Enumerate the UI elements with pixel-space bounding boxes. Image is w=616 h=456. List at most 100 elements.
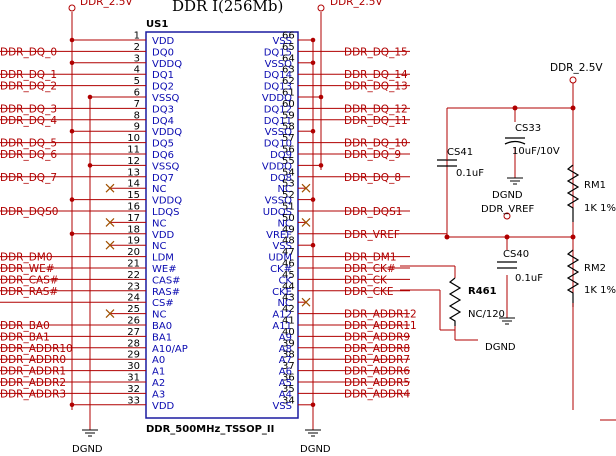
no-connect-14 <box>105 183 115 193</box>
pin-57-number: 57 <box>282 133 295 144</box>
no-connect-53 <box>301 183 311 193</box>
pin-66-junction <box>310 37 316 43</box>
pin-39-name: A8 <box>279 344 292 355</box>
pin-11-name: DQ6 <box>152 150 174 161</box>
ic-part-number: DDR_500MHz_TSSOP_II <box>146 424 274 435</box>
pin-54-name: DQ8 <box>270 173 292 184</box>
pin-66-name: VSS <box>272 36 292 47</box>
pin-46-name: CK# <box>270 264 292 275</box>
pin-12-junction <box>87 163 93 168</box>
pin-15-junction <box>69 197 75 202</box>
pin-13-number: 13 <box>127 167 140 178</box>
junction-dots <box>444 105 576 240</box>
pin-45-number: 45 <box>282 270 295 281</box>
pin-11-number: 11 <box>127 145 140 156</box>
rm1-value: 1K 1% <box>584 203 616 214</box>
pin-64-junction <box>310 60 316 66</box>
resistor-rm1 <box>566 108 580 222</box>
rm2-value: 1K 1% <box>584 285 616 296</box>
pin-59-name: DQ11 <box>264 116 292 127</box>
net-label-62: DDR_DQ_13 <box>344 81 408 93</box>
net-label-30: DDR_ADDR1 <box>0 366 66 378</box>
cs40-value: 0.1uF <box>515 273 543 284</box>
no-connect-17 <box>105 217 115 227</box>
capacitor-cs40 <box>497 261 517 269</box>
pin-15-name: VDDQ <box>152 196 182 207</box>
pin-54-number: 54 <box>282 167 295 178</box>
pin-34-number: 34 <box>282 395 295 406</box>
pin-33-number: 33 <box>127 395 140 406</box>
net-label-51: DDR_DQS1 <box>344 206 402 218</box>
net-label-21: DDR_WE# <box>0 263 55 275</box>
pin-19-number: 19 <box>127 236 140 247</box>
net-label-42: DDR_ADDR12 <box>344 309 417 321</box>
pin-3-junction <box>69 60 75 66</box>
resistor-rm2 <box>566 249 580 410</box>
pin-12-name: VSSQ <box>152 161 180 172</box>
pin-58-name: VSSQ <box>265 127 293 138</box>
cs33-value: 10uF/10V <box>512 146 560 157</box>
pin-62-number: 62 <box>282 76 295 87</box>
pin-5-name: DQ2 <box>152 82 174 93</box>
pin-20-number: 20 <box>127 247 140 258</box>
net-label-49: DDR_VREF <box>344 229 400 241</box>
pin-16-number: 16 <box>127 202 140 213</box>
net-label-27: DDR_BA1 <box>0 331 50 343</box>
power-label-right: DDR_2.5V <box>550 62 603 74</box>
net-label-2: DDR_DQ_0 <box>0 46 57 58</box>
cs40-ref: CS40 <box>503 249 529 260</box>
pin-64-name: VSSQ <box>265 59 293 70</box>
net-label-41: DDR_ADDR11 <box>344 320 417 332</box>
net-label-29: DDR_ADDR0 <box>0 354 66 366</box>
pin-42-name: A12 <box>272 310 292 321</box>
pin-45-name: CK <box>278 275 292 286</box>
net-label-7: DDR_DQ_3 <box>0 103 57 115</box>
pin-30-number: 30 <box>127 361 140 372</box>
net-label-37: DDR_ADDR6 <box>344 366 410 378</box>
pin-52-number: 52 <box>282 190 295 201</box>
net-label-56: DDR_DQ_9 <box>344 149 401 161</box>
pin-33-junction <box>69 402 75 408</box>
pin-55-name: VDDQ <box>262 161 292 172</box>
power-label-top-left: DDR_2.5V <box>80 0 133 8</box>
pin-42-number: 42 <box>282 304 295 315</box>
pin-37-name: A6 <box>279 367 292 378</box>
pin-20-name: LDM <box>152 253 174 264</box>
pin-6-number: 6 <box>134 88 140 99</box>
pin-13-name: DQ7 <box>152 173 174 184</box>
pin-58-junction <box>310 128 316 134</box>
pin-10-number: 10 <box>127 133 140 144</box>
pin-48-junction <box>310 242 316 248</box>
pin-33-name: VDD <box>152 401 175 412</box>
pin-60-name: DQ12 <box>264 104 292 115</box>
vref-net-label: DDR_VREF <box>481 204 534 215</box>
net-label-31: DDR_ADDR2 <box>0 377 66 389</box>
pin-60-number: 60 <box>282 99 295 110</box>
rm1-ref: RM1 <box>584 180 606 191</box>
pin-18-name: VDD <box>152 230 175 241</box>
pin-48-name: VSS <box>272 241 292 252</box>
pin-6-name: VSSQ <box>152 93 180 104</box>
pin-21-number: 21 <box>127 259 140 270</box>
pin-49-name: VREF <box>266 230 292 241</box>
capacitor-cs41 <box>437 108 457 167</box>
pin-24-name: CS# <box>152 298 174 309</box>
pin-10-name: DQ5 <box>152 139 174 150</box>
pin-44-name: CKE <box>272 287 292 298</box>
pin-59-number: 59 <box>282 110 295 121</box>
r461-value: NC/120 <box>468 309 505 320</box>
pin-30-name: A1 <box>152 367 165 378</box>
pin-39-number: 39 <box>282 338 295 349</box>
pin-26-name: BA0 <box>152 321 172 332</box>
pin-17-name: NC <box>152 218 166 229</box>
net-label-39: DDR_ADDR8 <box>344 343 410 355</box>
net-label-46: DDR_CK# <box>344 263 396 275</box>
pin-44-number: 44 <box>282 281 295 292</box>
pin-1-number: 1 <box>134 31 140 42</box>
pin-27-number: 27 <box>127 327 140 338</box>
pin-66-number: 66 <box>282 31 295 42</box>
net-label-40: DDR_ADDR9 <box>344 331 410 343</box>
pin-25-number: 25 <box>127 304 140 315</box>
net-label-54: DDR_DQ_8 <box>344 172 401 184</box>
